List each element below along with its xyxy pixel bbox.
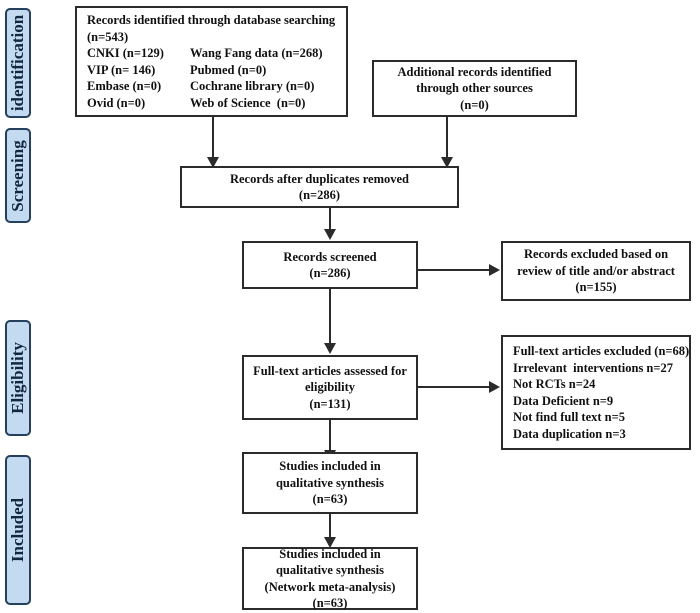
- box-network-meta-analysis: Studies included in qualitative synthesi…: [242, 547, 418, 610]
- stage-label-included-text: Included: [8, 497, 27, 563]
- database-source-row: Embase (n=0) Cochrane library (n=0): [77, 78, 346, 95]
- qualitative-synthesis-line: Studies included in: [279, 459, 381, 474]
- box-records-screened: Records screened (n=286): [242, 241, 418, 289]
- network-meta-analysis-line: (Network meta-analysis): [264, 579, 396, 594]
- fulltext-assessed-line: Full-text articles assessed for: [253, 363, 407, 378]
- duplicates-removed-line: (n=286): [298, 188, 341, 202]
- box-fulltext-excluded: Full-text articles excluded (n=68) Irrel…: [501, 335, 691, 450]
- stage-label-eligibility: Eligibility: [5, 320, 31, 436]
- records-excluded-line: (n=155): [575, 280, 617, 295]
- qualitative-synthesis-line: (n=63): [312, 492, 348, 507]
- additional-records-line: Additional records identified: [397, 64, 552, 79]
- stage-label-eligibility-text: Eligibility: [8, 342, 27, 414]
- connector-duplicates-to-screened: [329, 208, 331, 231]
- additional-records-line: through other sources: [416, 81, 533, 96]
- source-vip: VIP (n= 146): [87, 62, 156, 77]
- records-excluded-line: Records excluded based on: [523, 247, 669, 262]
- box-records-excluded: Records excluded based on review of titl…: [501, 241, 691, 301]
- fulltext-excluded-line: Data duplication n=3: [513, 426, 626, 441]
- connector-fulltext-to-excluded: [418, 386, 490, 388]
- records-screened-line: Records screened: [283, 249, 377, 264]
- source-cochrane: Cochrane library (n=0): [190, 79, 315, 93]
- database-search-total: (n=543): [87, 29, 129, 44]
- stage-label-screening: Screening: [5, 128, 31, 223]
- database-source-row: VIP (n= 146) Pubmed (n=0): [77, 62, 346, 79]
- fulltext-excluded-line: Not find full text n=5: [513, 410, 625, 424]
- records-excluded-line: review of title and/or abstract: [517, 263, 675, 278]
- source-pubmed: Pubmed (n=0): [190, 62, 267, 77]
- additional-records-line: (n=0): [460, 97, 489, 112]
- fulltext-excluded-line: Full-text articles excluded (n=68): [513, 344, 690, 358]
- connector-database-to-duplicates: [212, 117, 214, 159]
- box-fulltext-assessed: Full-text articles assessed for eligibil…: [242, 355, 418, 420]
- source-cnki: CNKI (n=129): [87, 46, 164, 60]
- network-meta-analysis-line: (n=63): [312, 596, 348, 610]
- connector-screened-to-excluded: [418, 269, 490, 271]
- qualitative-synthesis-line: qualitative synthesis: [275, 475, 384, 490]
- arrow-other-to-duplicates: [441, 157, 453, 168]
- connector-screened-to-fulltext: [329, 289, 331, 345]
- fulltext-excluded-line: Not RCTs n=24: [513, 377, 596, 391]
- fulltext-excluded-line: Irrelevant interventions n=27: [513, 360, 674, 375]
- connector-qualitative-to-network: [329, 514, 331, 539]
- connector-other-to-duplicates: [446, 117, 448, 159]
- database-source-row: Ovid (n=0) Web of Science (n=0): [77, 95, 346, 112]
- box-records-after-duplicates: Records after duplicates removed (n=286): [180, 166, 459, 208]
- arrow-screened-to-excluded: [489, 264, 500, 276]
- duplicates-removed-line: Records after duplicates removed: [229, 171, 410, 186]
- connector-fulltext-to-qualitative: [329, 420, 331, 452]
- arrow-duplicates-to-screened: [324, 229, 336, 240]
- stage-label-screening-text: Screening: [8, 139, 27, 212]
- source-ovid: Ovid (n=0): [87, 95, 146, 110]
- arrow-screened-to-fulltext: [324, 343, 336, 354]
- arrow-database-to-duplicates: [207, 157, 219, 168]
- stage-label-identification: identification: [5, 8, 31, 118]
- arrow-fulltext-to-excluded: [489, 381, 500, 393]
- fulltext-assessed-line: (n=131): [309, 396, 351, 411]
- stage-label-included: Included: [5, 455, 31, 605]
- source-embase: Embase (n=0): [87, 79, 162, 93]
- fulltext-assessed-line: eligibility: [305, 380, 355, 395]
- arrow-qualitative-to-network: [324, 537, 336, 548]
- network-meta-analysis-line: Studies included in: [279, 546, 381, 561]
- source-web-of-science: Web of Science (n=0): [190, 95, 306, 110]
- box-qualitative-synthesis: Studies included in qualitative synthesi…: [242, 452, 418, 514]
- database-search-heading: Records identified through database sear…: [87, 13, 336, 27]
- fulltext-excluded-line: Data Deficient n=9: [513, 393, 614, 408]
- database-source-row: CNKI (n=129) Wang Fang data (n=268): [77, 45, 346, 62]
- network-meta-analysis-line: qualitative synthesis: [275, 563, 384, 577]
- stage-label-identification-text: identification: [8, 14, 27, 112]
- box-additional-records: Additional records identified through ot…: [372, 60, 577, 117]
- source-wang-fang: Wang Fang data (n=268): [190, 46, 323, 60]
- box-records-identified-database: Records identified through database sear…: [75, 6, 348, 117]
- records-screened-line: (n=286): [309, 266, 351, 280]
